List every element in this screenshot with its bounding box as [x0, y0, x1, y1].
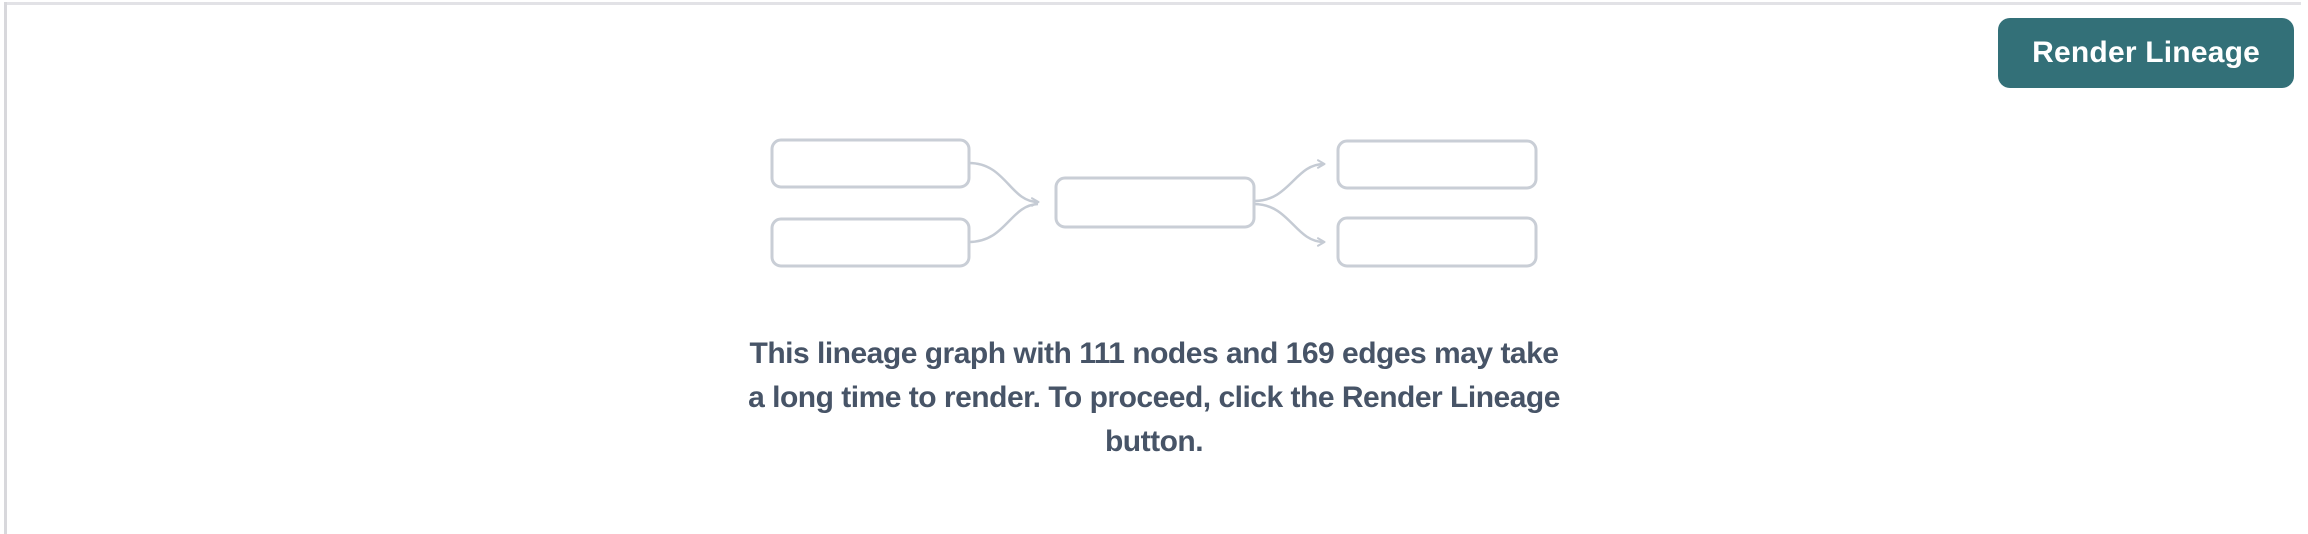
lineage-placeholder: This lineage graph with 111 nodes and 16…: [0, 130, 2308, 464]
lineage-graph-illustration-icon: [770, 138, 1538, 268]
lineage-edge: [1253, 202, 1326, 247]
lineage-edge: [1253, 159, 1326, 203]
lineage-node-box: [1336, 139, 1538, 190]
message-line-3: button.: [1104, 425, 1204, 458]
lineage-node-box: [1054, 176, 1256, 229]
message-line-2: a long time to render. To proceed, click…: [748, 381, 1560, 414]
lineage-edge: [968, 161, 1040, 207]
lineage-warning-message: This lineage graph with 111 nodes and 16…: [748, 332, 1560, 464]
lineage-node-box: [770, 217, 971, 268]
lineage-node-box: [770, 138, 971, 189]
render-lineage-button[interactable]: Render Lineage: [1998, 18, 2294, 88]
panel-left-border: [4, 2, 7, 534]
lineage-node-box: [1336, 216, 1538, 268]
message-line-1: This lineage graph with 111 nodes and 16…: [749, 337, 1559, 370]
panel-top-border: [4, 2, 2301, 5]
lineage-edge: [968, 202, 1039, 244]
